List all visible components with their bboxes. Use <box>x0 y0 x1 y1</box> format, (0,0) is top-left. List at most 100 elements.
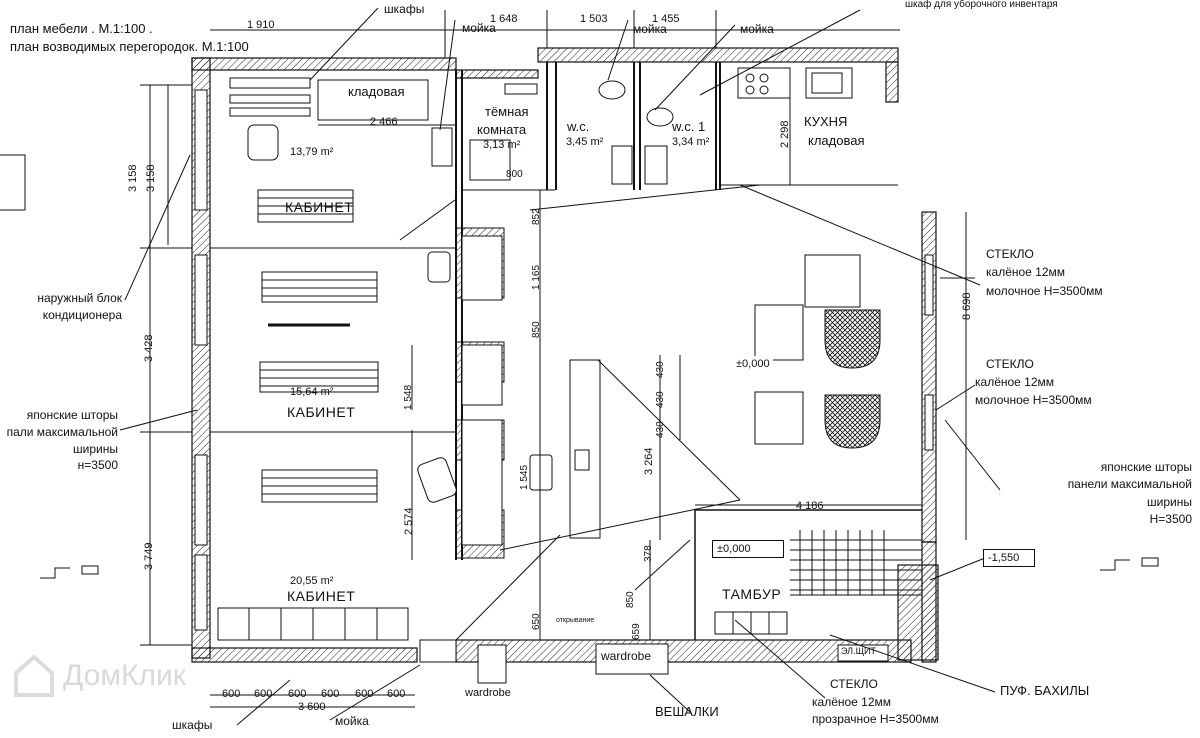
blinds-right-label-3: ширины <box>1147 495 1192 509</box>
door-symbols <box>0 154 1159 579</box>
lounge-furniture <box>754 254 881 449</box>
wc2-name: w.c. 1 <box>672 119 706 134</box>
office1-furniture <box>247 124 354 223</box>
dim-3600: 3 600 <box>298 701 326 713</box>
dim-3264: 3 264 <box>643 447 655 475</box>
dim-600-6: 600 <box>387 688 406 700</box>
blinds-right-label-2: панели максимальной <box>1067 477 1192 491</box>
dim-2466: 2 466 <box>370 116 398 128</box>
right-windows <box>924 254 934 451</box>
opening-label: открывание <box>556 617 595 624</box>
center-counters <box>431 127 601 546</box>
dim-850-center: 850 <box>531 321 542 338</box>
office2-name: КАБИНЕТ <box>287 404 356 420</box>
office3-area: 20,55 m² <box>290 575 334 587</box>
storage-top-label: кладовая <box>348 84 405 99</box>
leader-lines <box>119 7 1001 726</box>
sink-bottom-label: мойка <box>335 714 369 728</box>
dim-800: 800 <box>506 169 523 180</box>
glass2-label-3: молочное Н=3500мм <box>975 393 1092 407</box>
blinds-left-label-4: н=3500 <box>77 458 118 472</box>
dim-600-4: 600 <box>321 688 340 700</box>
scale-note-partitions: план возводимых перегородок. М.1:100 <box>10 39 249 54</box>
dim-1545: 1 545 <box>519 464 530 490</box>
darkroom-area: 3,13 m² <box>483 139 521 151</box>
glass2-label-2: калёное 12мм <box>975 375 1055 389</box>
left-windows <box>194 89 208 631</box>
dim-2298: 2 298 <box>779 120 791 148</box>
wc-fixtures <box>469 80 674 185</box>
dim-430-b: 430 <box>655 391 666 408</box>
vestibule-name: ТАМБУР <box>722 586 782 602</box>
office1-area: 13,79 m² <box>290 146 334 158</box>
blinds-left-label-1: японские шторы <box>26 408 118 422</box>
vestibule-furniture <box>477 611 889 684</box>
dim-430-c: 430 <box>655 421 666 438</box>
dim-1548: 1 548 <box>403 384 414 410</box>
wc2-area: 3,34 m² <box>672 136 710 148</box>
office1-name: КАБИНЕТ <box>285 199 354 215</box>
kitchen-units <box>737 67 853 99</box>
darkroom-label-2: комната <box>477 122 527 137</box>
dim-1165: 1 165 <box>531 264 542 290</box>
dim-650: 650 <box>531 613 542 630</box>
house-icon <box>14 654 54 697</box>
watermark-text: ДомКлик <box>63 659 186 692</box>
panel-label: ЭЛ.ЩИТ <box>841 646 876 656</box>
dim-3158-inner: 3 158 <box>145 164 157 192</box>
storage-shelves <box>229 77 429 121</box>
dim-3749: 3 749 <box>143 542 155 570</box>
glass1-label-2: калёное 12мм <box>986 265 1066 279</box>
sink-top-label-2: мойка <box>633 22 667 36</box>
dim-1455: 1 455 <box>652 13 680 25</box>
hangers-label: ВЕШАЛКИ <box>655 704 719 719</box>
glass3-label-2: калёное 12мм <box>812 695 892 709</box>
shoe-covers-label: ПУФ. БАХИЛЫ <box>1000 683 1090 698</box>
scale-note-furniture: план мебели . М.1:100 . <box>10 21 153 36</box>
cabinets-top-label: шкафы <box>384 2 425 16</box>
dim-1910: 1 910 <box>247 19 275 31</box>
office2-area: 15,64 m² <box>290 386 334 398</box>
darkroom-label-1: тёмная <box>485 104 529 119</box>
dim-600-1: 600 <box>222 688 241 700</box>
level-mark-vestibule: ±0,000 <box>712 540 784 558</box>
sink-top-label-3: мойка <box>740 22 774 36</box>
glass2-label-1: СТЕКЛО <box>986 357 1034 371</box>
dim-8698: 8 698 <box>961 292 973 320</box>
partitions <box>210 62 922 640</box>
office3-furniture <box>217 457 457 663</box>
kitchen-storage-label: кладовая <box>808 133 865 148</box>
level-mark-lounge: ±0,000 <box>733 356 773 372</box>
kitchen-label: КУХНЯ <box>804 114 848 129</box>
office2-furniture <box>259 251 451 393</box>
dim-659: 659 <box>631 623 642 640</box>
wc1-name: w.c. <box>567 119 590 134</box>
dim-1648: 1 648 <box>490 13 518 25</box>
dim-430-a: 430 <box>655 361 666 378</box>
wardrobe-label-2: wardrobe <box>465 687 511 699</box>
dim-1503: 1 503 <box>580 13 608 25</box>
glass3-label-1: СТЕКЛО <box>830 677 878 691</box>
dim-850-lower: 850 <box>625 591 636 608</box>
glass1-label-1: СТЕКЛО <box>986 247 1034 261</box>
top-right-note: шкаф для уборочного инвентаря <box>905 0 1058 10</box>
blinds-right-label-4: Н=3500 <box>1149 512 1192 526</box>
sink-top-label-1: мойка <box>462 21 496 35</box>
blinds-right-label-1: японские шторы <box>1100 460 1192 474</box>
dim-600-3: 600 <box>288 688 307 700</box>
dim-4186: 4 186 <box>796 500 824 512</box>
glass3-label-3: прозрачное Н=3500мм <box>812 712 939 726</box>
level-mark-street: -1,550 <box>983 549 1035 567</box>
stairs <box>790 530 922 595</box>
dim-378: 378 <box>643 545 654 562</box>
office3-name: КАБИНЕТ <box>287 588 356 604</box>
ac-unit-label-2: кондиционера <box>42 308 122 322</box>
ac-unit-label-1: наружный блок <box>37 291 122 305</box>
dim-2574: 2 574 <box>403 507 415 535</box>
dim-852: 852 <box>531 208 542 225</box>
blinds-left-label-2: пали максимальной <box>6 425 118 439</box>
dim-3428: 3 428 <box>143 334 155 362</box>
cabinets-bottom-label: шкафы <box>172 718 213 732</box>
blinds-left-label-3: ширины <box>73 442 118 456</box>
